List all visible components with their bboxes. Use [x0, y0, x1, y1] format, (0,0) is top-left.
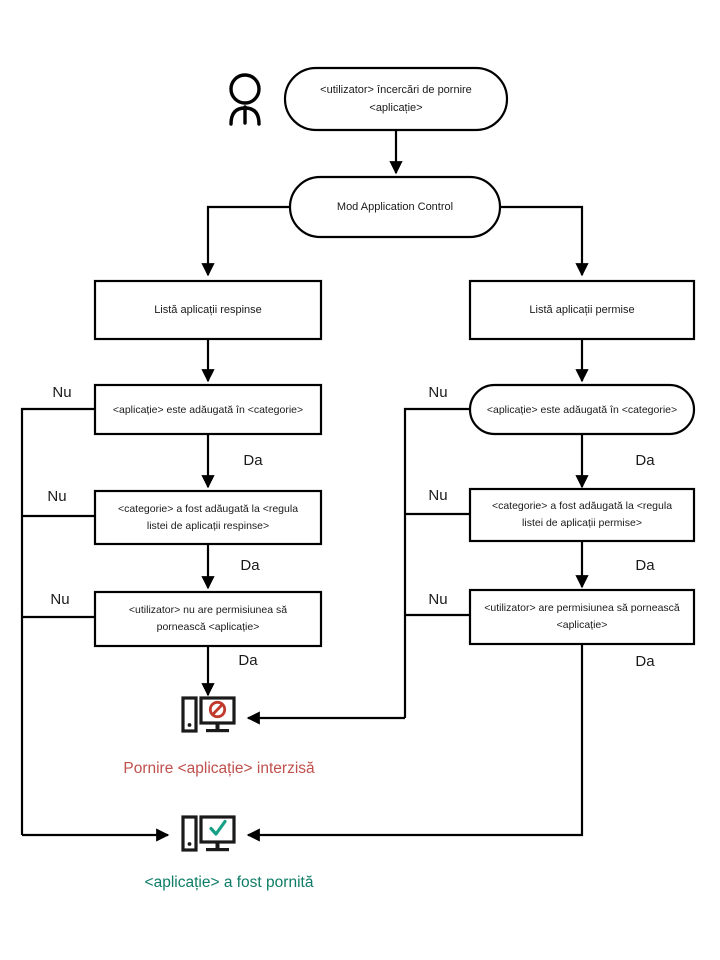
node-denied-category-rule-line-2: listei de aplicații respinse> — [147, 520, 269, 532]
edge-label-right-nu-3: Nu — [428, 591, 447, 608]
node-denied-app-in-category-label: <aplicație> este adăugată în <categorie> — [113, 404, 303, 416]
edge-label-left-da-3: Da — [238, 652, 258, 669]
outcome-allowed-label: <aplicație> a fost pornită — [145, 874, 314, 891]
node-denied-app-in-category[interactable]: <aplicație> este adăugată în <categorie> — [93, 383, 323, 436]
node-allowed-permission[interactable]: <utilizator> are permisiunea să porneasc… — [468, 588, 696, 646]
node-denied-permission-line-2: pornească <aplicație> — [157, 621, 260, 633]
computer-check-icon — [181, 815, 236, 852]
node-allowed-app-in-category-label: <aplicație> este adăugată în <categorie> — [487, 404, 677, 416]
node-denied-permission-line-1: <utilizator> nu are permisiunea să — [129, 604, 287, 616]
node-allowed-list-label: Listă aplicații permise — [529, 304, 634, 316]
node-allowed-category-rule-line-2: listei de aplicații permise> — [522, 517, 642, 529]
edge-label-left-nu-2: Nu — [47, 488, 66, 505]
edge-label-left-nu-3: Nu — [50, 591, 69, 608]
node-allowed-list[interactable]: Listă aplicații permise — [468, 279, 696, 341]
edge-layer — [20, 130, 589, 842]
edge-label-left-da-2: Da — [240, 557, 260, 574]
node-denied-category-rule[interactable]: <categorie> a fost adăugată la <regula l… — [93, 489, 323, 546]
edge-label-layer: Nu Nu Nu Da Da Da Nu Nu Nu Da Da Da — [47, 384, 655, 670]
edge-label-left-nu-1: Nu — [52, 384, 71, 401]
node-allowed-app-in-category[interactable]: <aplicație> este adăugată în <categorie> — [468, 383, 696, 436]
node-mode-application-control[interactable]: Mod Application Control — [288, 175, 502, 239]
computer-blocked-icon — [181, 696, 236, 733]
node-allowed-category-rule[interactable]: <categorie> a fost adăugată la <regula l… — [468, 487, 696, 543]
node-denied-category-rule-line-1: <categorie> a fost adăugată la <regula — [118, 503, 298, 515]
edge-right-da-to-allowed — [246, 644, 584, 842]
node-start[interactable]: <utilizator> încercări de pornire <aplic… — [283, 66, 509, 132]
node-allowed-category-rule-line-1: <categorie> a fost adăugată la <regula — [492, 500, 672, 512]
outcome-denied-label: Pornire <aplicație> interzisă — [123, 760, 315, 777]
edge-label-right-nu-2: Nu — [428, 487, 447, 504]
node-denied-list-label: Listă aplicații respinse — [154, 304, 262, 316]
node-mode-label: Mod Application Control — [337, 201, 453, 213]
node-denied-list[interactable]: Listă aplicații respinse — [93, 279, 323, 341]
edge-mode-to-denied-list — [201, 205, 290, 277]
edge-label-right-da-1: Da — [635, 452, 655, 469]
node-allowed-permission-line-1: <utilizator> are permisiunea să porneasc… — [484, 602, 680, 614]
edge-mode-to-allowed-list — [500, 205, 589, 277]
node-denied-permission[interactable]: <utilizator> nu are permisiunea să porne… — [93, 590, 323, 648]
node-start-line-1: <utilizator> încercări de pornire — [320, 84, 472, 96]
edge-label-right-da-3: Da — [635, 653, 655, 670]
edge-left-nu-1 — [20, 407, 96, 835]
user-person-icon — [229, 73, 261, 126]
edge-label-left-da-1: Da — [243, 452, 263, 469]
edge-label-right-da-2: Da — [635, 557, 655, 574]
edge-right-nu-1 — [403, 407, 470, 718]
node-start-line-2: <aplicație> — [369, 102, 422, 114]
node-allowed-permission-line-2: <aplicație> — [557, 619, 608, 631]
edge-label-right-nu-1: Nu — [428, 384, 447, 401]
